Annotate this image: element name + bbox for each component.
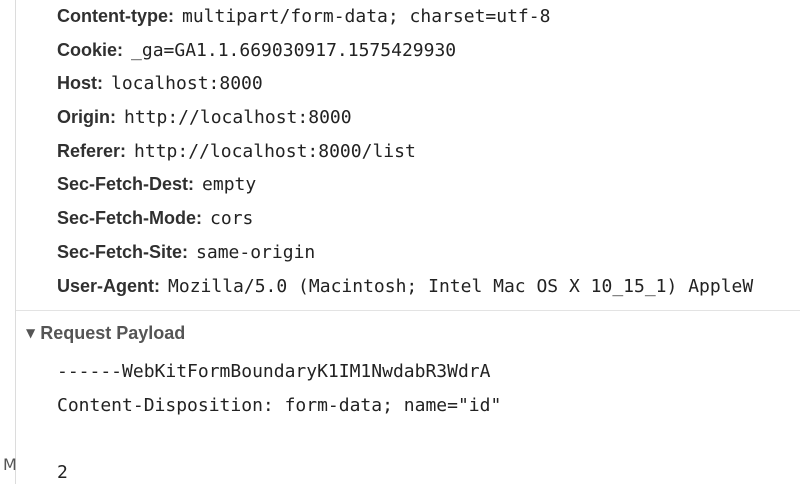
request-payload-title: Request Payload xyxy=(40,323,186,343)
header-name: Sec-Fetch-Mode: xyxy=(57,208,203,229)
header-row-content-type: Content-type: multipart/form-data; charse… xyxy=(57,0,800,34)
header-name: Sec-Fetch-Site: xyxy=(57,241,189,262)
request-headers-list: Content-type: multipart/form-data; charse… xyxy=(57,0,800,303)
payload-line-boundary: ------WebKitFormBoundaryK1IM1NwdabR3WdrA xyxy=(57,361,491,382)
header-name: Referer: xyxy=(57,140,127,161)
header-value: http://localhost:8000 xyxy=(124,107,352,129)
header-value: http://localhost:8000/list xyxy=(134,140,416,162)
header-value: cors xyxy=(210,208,254,230)
header-row-sec-fetch-site: Sec-Fetch-Site: same-origin xyxy=(57,236,800,270)
payload-line-value: 2 xyxy=(57,461,68,483)
header-row-host: Host: localhost:8000 xyxy=(57,67,800,101)
header-name: Content-type: xyxy=(57,6,174,26)
header-value: localhost:8000 xyxy=(111,73,263,95)
header-row-sec-fetch-mode: Sec-Fetch-Mode: cors xyxy=(57,202,800,236)
header-value: Mozilla/5.0 (Macintosh; Intel Mac OS X 1… xyxy=(168,275,754,297)
header-value: empty xyxy=(202,174,257,196)
header-name: Host: xyxy=(57,73,103,94)
header-value: same-origin xyxy=(196,241,316,263)
header-name: Origin: xyxy=(57,107,116,128)
header-row-referer: Referer: http://localhost:8000/list xyxy=(57,135,800,169)
request-payload-toggle[interactable]: ▼ Request Payload xyxy=(26,318,185,348)
triangle-down-icon: ▼ xyxy=(26,326,36,340)
header-row-sec-fetch-dest: Sec-Fetch-Dest: empty xyxy=(57,168,800,202)
header-name: Sec-Fetch-Dest: xyxy=(57,174,195,195)
header-name: Cookie: xyxy=(57,39,124,60)
left-panel-edge: M xyxy=(0,0,17,484)
header-row-cookie: Cookie: _ga=GA1.1.669030917.1575429930 xyxy=(57,34,800,68)
payload-line-disposition: Content-Disposition: form-data; name="id… xyxy=(57,394,502,416)
section-divider xyxy=(16,310,800,311)
header-row-origin: Origin: http://localhost:8000 xyxy=(57,101,800,135)
header-row-user-agent: User-Agent: Mozilla/5.0 (Macintosh; Intel… xyxy=(57,270,800,304)
header-value: multipart/form-data; charset=utf-8 xyxy=(181,6,551,27)
payload-line-blank xyxy=(57,422,501,456)
left-panel-partial-text: M xyxy=(3,455,17,474)
request-payload-body: ------WebKitFormBoundaryK1IM1NwdabR3WdrA… xyxy=(57,355,501,484)
header-value: _ga=GA1.1.669030917.1575429930 xyxy=(131,39,457,61)
header-name: User-Agent: xyxy=(57,275,161,296)
